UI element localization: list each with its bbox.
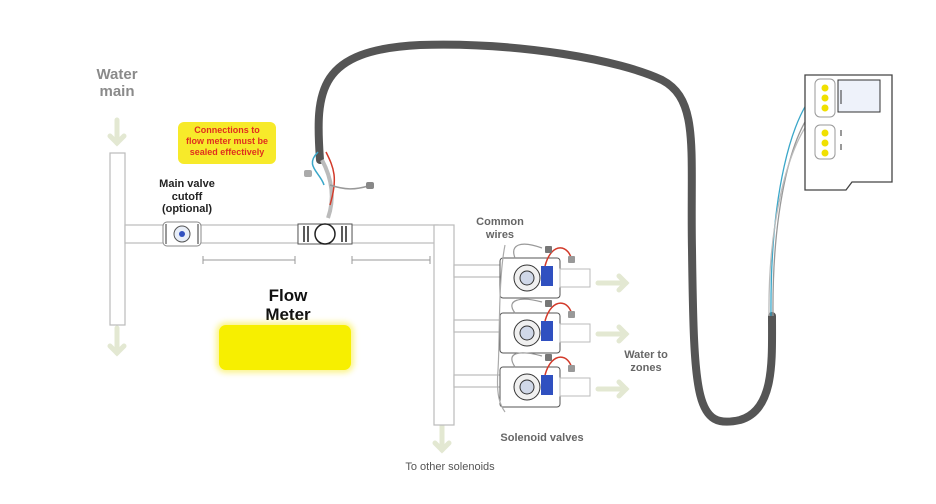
water-main-label: Water main	[82, 66, 152, 101]
flow-meter-wires	[304, 152, 374, 218]
common-wires-label: Common wires	[470, 216, 530, 241]
flow-meter-icon	[298, 224, 352, 244]
flow-arrow-icon	[110, 120, 449, 450]
to-other-solenoids-label: To other solenoids	[390, 461, 510, 474]
solenoid-valve-icon	[500, 299, 590, 353]
main-valve-label: Main valve cutoff (optional)	[142, 178, 232, 216]
solenoid-valves-label: Solenoid valves	[487, 432, 597, 445]
dimension-marks	[203, 256, 430, 264]
flow-meter-label: Flow Meter	[238, 287, 338, 324]
sealing-note: Connections to flow meter must be sealed…	[178, 122, 276, 164]
solenoid-valve-icon	[500, 353, 590, 407]
flow-arrow-icon	[598, 276, 626, 396]
solenoid-valve-icon	[500, 244, 590, 298]
irrigation-controller-icon	[805, 75, 892, 190]
valve-icon	[163, 222, 201, 246]
water-to-zones-label: Water to zones	[614, 349, 678, 374]
flow-meter-display	[219, 325, 351, 370]
